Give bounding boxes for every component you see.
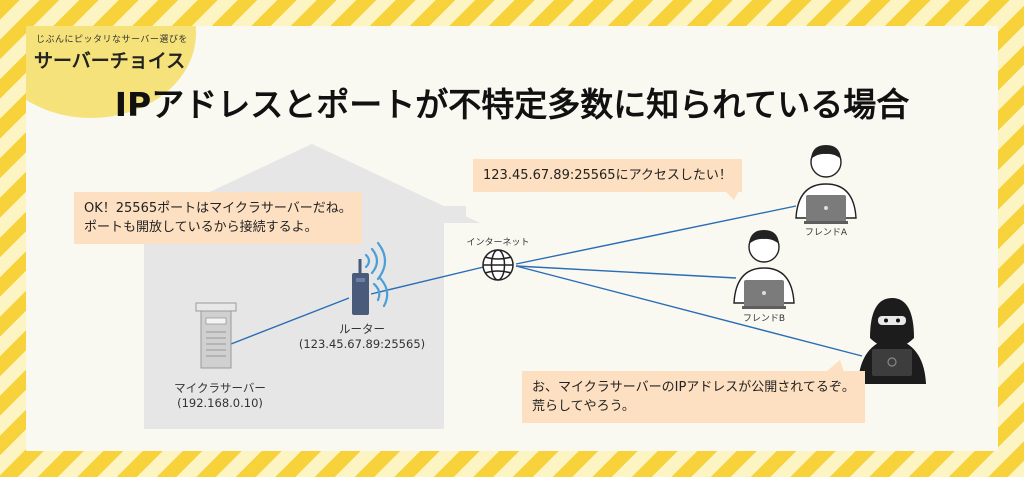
server-address: (192.168.0.10) (177, 396, 263, 410)
hooded-attacker-icon (858, 298, 926, 384)
speech-bubble-attacker: お、マイクラサーバーのIPアドレスが公開されてるぞ。 荒らしてやろう。 (522, 371, 865, 423)
link-internet-attacker (515, 265, 863, 357)
connection-lines (230, 205, 863, 357)
router-icon (352, 259, 369, 315)
link-internet-friend-b (515, 265, 737, 279)
server-label: マイクラサーバー (192.168.0.10) (150, 381, 290, 411)
content-panel: じぶんにピッタリなサーバー選びを サーバーチョイス IPアドレスとポートが不特定… (26, 26, 998, 451)
link-router-internet (370, 263, 497, 295)
router-address: (123.45.67.89:25565) (298, 337, 426, 351)
internet-label: インターネット (466, 238, 530, 248)
bubble-tail-attacker (826, 360, 844, 372)
router-label: ルーター (123.45.67.89:25565) (282, 322, 442, 352)
person-icon-friend-a (795, 145, 857, 224)
logo-tagline: じぶんにピッタリなサーバー選びを (36, 35, 188, 45)
server-name: マイクラサーバー (174, 381, 266, 395)
person-icon-friend-b (733, 230, 795, 309)
friend-a-label: フレンドA (804, 228, 848, 238)
globe-icon (482, 249, 514, 281)
server-thought-line2: ポートも開放しているから接続するよ。 (84, 220, 318, 235)
attacker-line1: お、マイクラサーバーのIPアドレスが公開されてるぞ。 (532, 380, 855, 395)
server-thought-line1: OK！25565ポートはマイクラサーバーだね。 (84, 201, 352, 216)
friend-request-text: 123.45.67.89:25565にアクセスしたい！ (483, 168, 732, 183)
wifi-signal-icon (364, 241, 389, 308)
link-server-router (230, 297, 350, 345)
speech-bubble-friend: 123.45.67.89:25565にアクセスしたい！ (473, 159, 742, 192)
router-name: ルーター (339, 322, 385, 336)
speech-bubble-server: OK！25565ポートはマイクラサーバーだね。 ポートも開放しているから接続する… (74, 192, 362, 244)
link-internet-friend-a (515, 205, 797, 265)
attacker-line2: 荒らしてやろう。 (532, 399, 635, 414)
page-title: IPアドレスとポートが不特定多数に知られている場合 (114, 85, 910, 124)
friend-b-label: フレンドB (742, 314, 786, 324)
server-icon (195, 302, 237, 369)
logo-name: サーバーチョイス (34, 50, 186, 72)
